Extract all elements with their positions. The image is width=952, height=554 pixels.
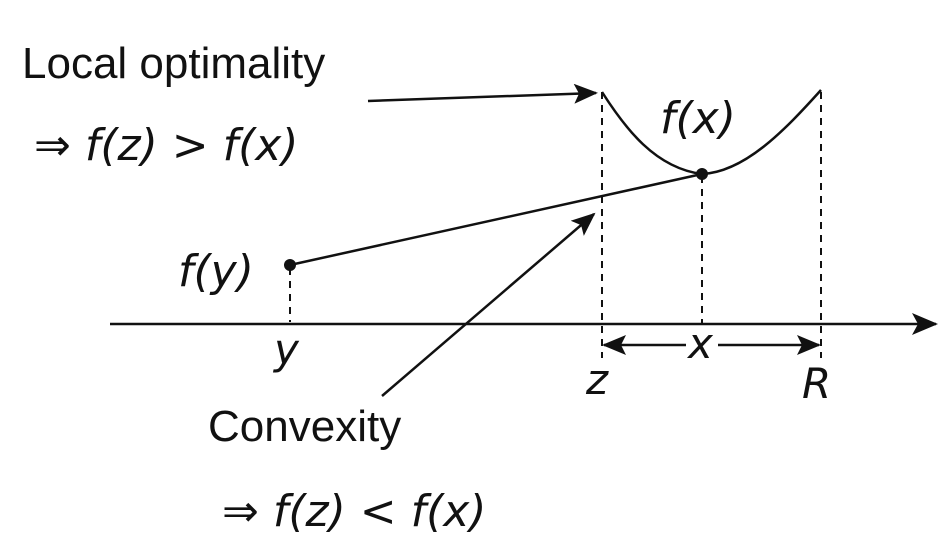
axis-label-y: y	[272, 325, 300, 374]
local-implication: ⇒ f(z) > f(x)	[34, 120, 298, 171]
axis-label-z: z	[585, 355, 609, 404]
local-optimality-label: Local optimality	[22, 39, 325, 88]
axis-label-x: x	[686, 319, 714, 368]
fx-label: f(x)	[660, 93, 736, 144]
chord-segment	[289, 172, 703, 267]
point-fx	[696, 168, 708, 180]
local-optimality-arrow	[367, 83, 598, 104]
axis-label-R: R	[802, 359, 831, 408]
convexity-implication: ⇒ f(z) < f(x)	[222, 486, 486, 537]
fy-label: f(y)	[178, 246, 254, 297]
point-fy	[284, 259, 296, 271]
convexity-label: Convexity	[208, 402, 401, 451]
convexity-arrow	[381, 212, 596, 397]
